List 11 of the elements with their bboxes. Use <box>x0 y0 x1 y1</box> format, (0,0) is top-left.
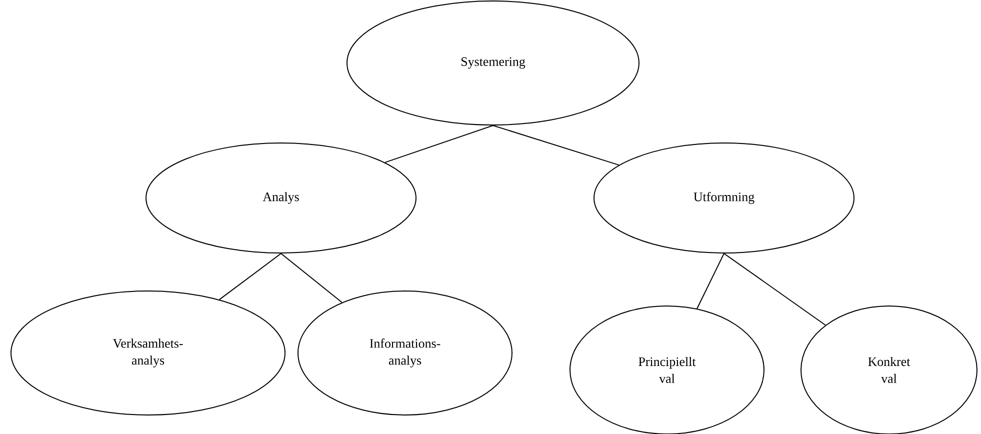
connector-line <box>724 253 826 326</box>
ellipse-node: Verksamhets- analys <box>10 290 286 416</box>
ellipse-node: Analys <box>146 142 416 254</box>
connector-line <box>492 125 620 166</box>
connector-line <box>218 253 282 300</box>
connector-line <box>384 125 494 163</box>
connector-line <box>280 253 342 303</box>
ellipse-node: Informations- analys <box>298 290 512 416</box>
ellipse-node: Utformning <box>594 142 854 254</box>
connector-line <box>696 253 724 310</box>
ellipse-node: Systemering <box>346 0 640 126</box>
